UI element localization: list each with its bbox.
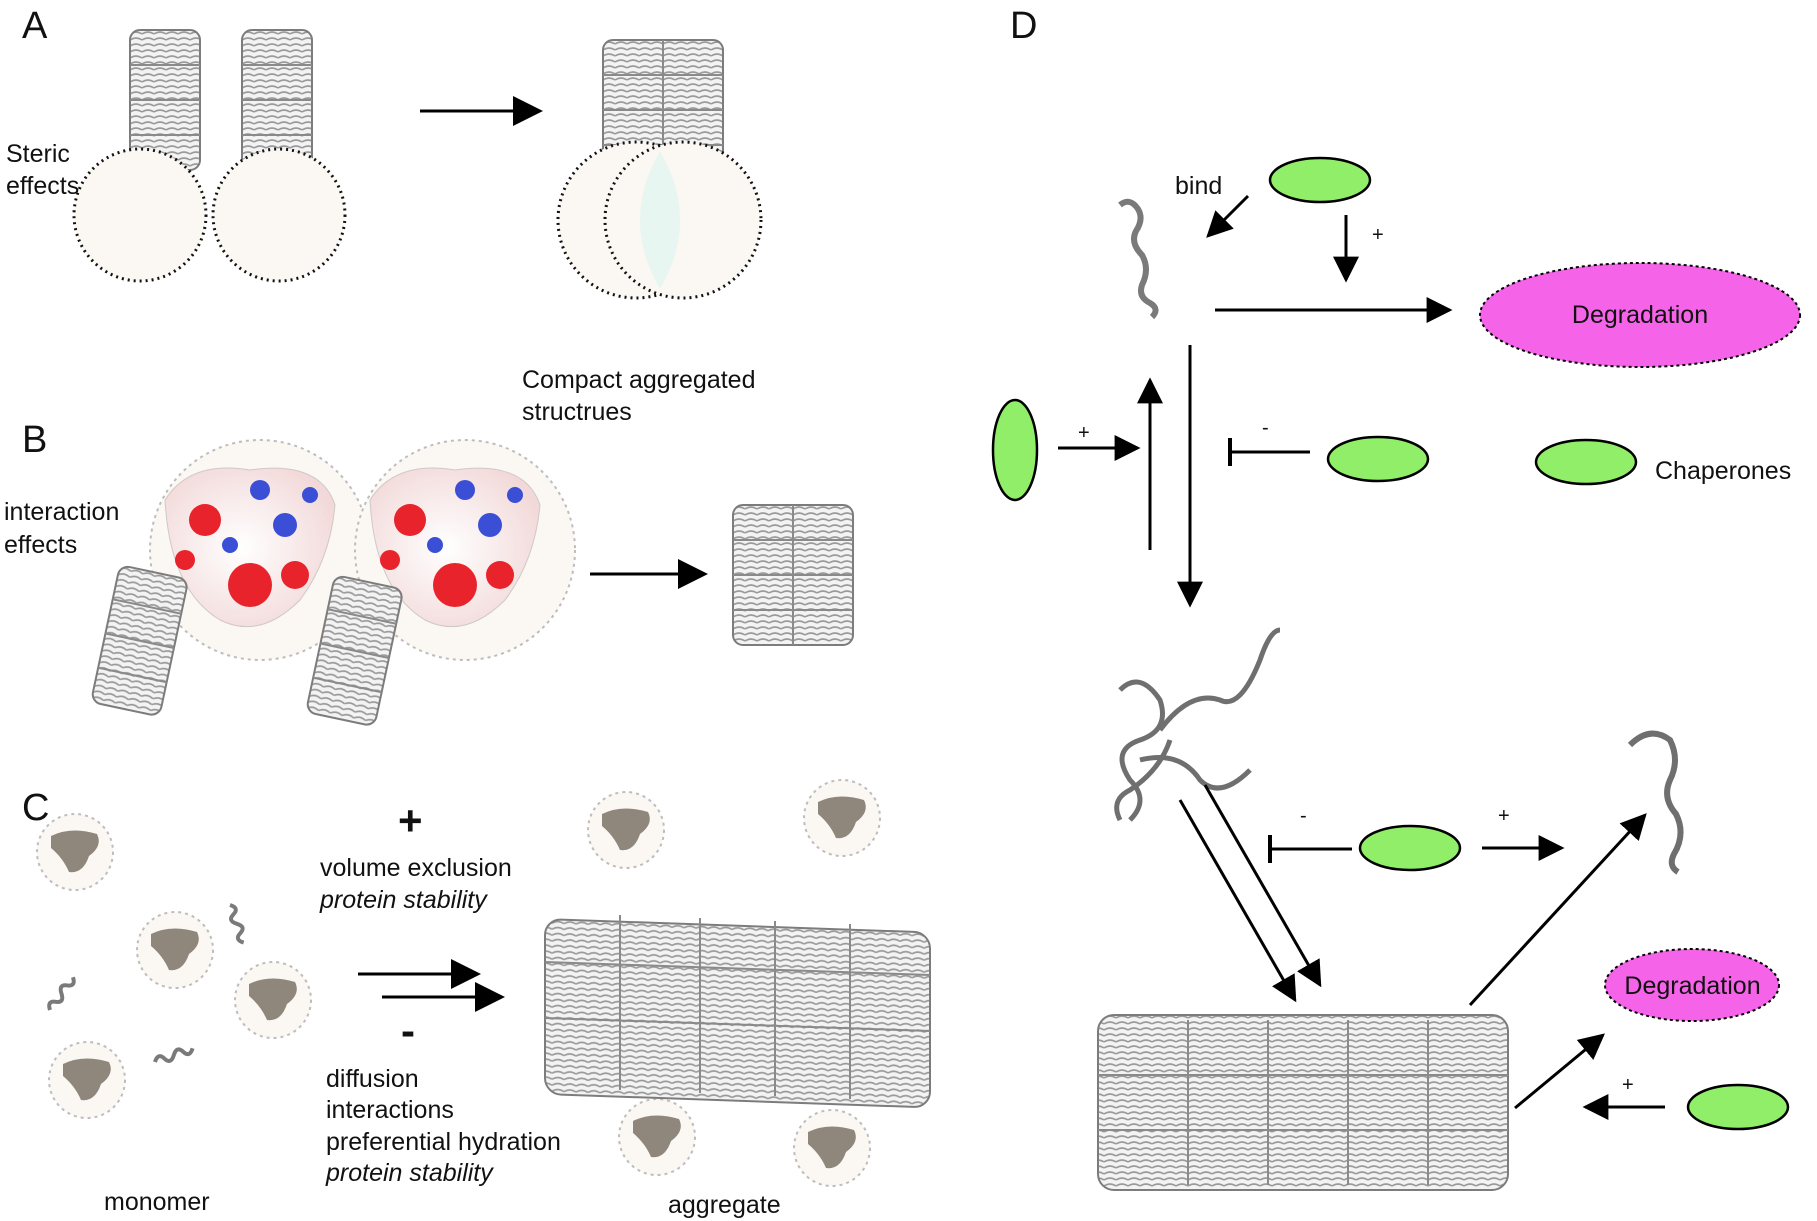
arrow xyxy=(1468,813,1647,1007)
steric-effects-label-line1: Steric xyxy=(6,140,70,168)
aggregate-label: aggregate xyxy=(668,1191,781,1219)
monomer-label: monomer xyxy=(104,1188,210,1216)
chaperones-legend-label: Chaperones xyxy=(1655,457,1792,485)
crowder-icon xyxy=(234,961,312,1039)
monomer-icon xyxy=(224,901,250,946)
charged-protein-surface xyxy=(369,467,541,628)
positive-effects-symbol: + xyxy=(398,797,423,844)
panel-b xyxy=(89,439,854,728)
crowder-icon xyxy=(136,911,214,989)
excluded-volume-circle xyxy=(72,147,208,283)
excluded-volume-circle xyxy=(211,147,347,283)
chaperone-icon xyxy=(1686,1083,1790,1131)
degradation-label: Degradation xyxy=(1624,972,1761,1000)
arrow xyxy=(1178,799,1297,1003)
steric-effects-label-line2: effects xyxy=(6,172,80,200)
unfolded-protein-icon xyxy=(1627,730,1684,875)
protein-stability-positive-label: protein stability xyxy=(320,886,487,914)
unfolded-protein-icon xyxy=(1118,198,1159,320)
crowder-icon xyxy=(618,1098,696,1176)
monomer-icon xyxy=(151,1042,196,1068)
compact-aggregated-label-line1: Compact aggregated xyxy=(522,366,756,394)
chaperone-icon xyxy=(1358,824,1462,872)
panel-label-c: C xyxy=(22,787,50,829)
fibril-icon xyxy=(732,504,854,646)
arrow xyxy=(1203,784,1322,988)
chaperone-icon xyxy=(991,398,1039,502)
bind-arrow xyxy=(1206,194,1250,238)
crowder-icon xyxy=(587,791,665,869)
crowder-icon xyxy=(803,779,881,857)
charged-protein-surface xyxy=(164,467,336,628)
overlap-region xyxy=(640,151,680,289)
crowder-icon xyxy=(48,1041,126,1119)
interaction-effects-label-line2: effects xyxy=(4,531,78,559)
degradation-node xyxy=(1604,948,1780,1022)
panel-label-b: B xyxy=(22,419,48,461)
negative-effects-symbol: - xyxy=(401,1007,415,1054)
interactions-label: interactions xyxy=(326,1096,454,1124)
interaction-effects-label-line1: interaction xyxy=(4,498,120,526)
minus-sign: - xyxy=(1300,805,1307,827)
oligomer-icon xyxy=(1114,627,1281,822)
diffusion-label: diffusion xyxy=(326,1065,419,1093)
protein-stability-negative-label: protein stability xyxy=(326,1159,493,1187)
fibril-icon xyxy=(129,29,201,171)
chaperone-icon xyxy=(1268,156,1372,204)
aggregate-fibril xyxy=(544,915,931,1108)
chaperone-icon xyxy=(1326,435,1430,483)
fibril-icon xyxy=(241,29,313,171)
monomer-icon xyxy=(44,972,79,1015)
panel-label-a: A xyxy=(22,5,48,47)
excluded-volume-circle xyxy=(603,140,763,300)
chaperone-legend-icon xyxy=(1534,438,1638,486)
degradation-node xyxy=(1479,262,1801,368)
arrow xyxy=(1514,1033,1606,1110)
plus-sign: + xyxy=(1372,224,1384,246)
fibril-aggregate xyxy=(1097,1014,1509,1191)
compact-aggregated-label-line2: structrues xyxy=(522,398,632,426)
bind-label: bind xyxy=(1175,172,1223,200)
volume-exclusion-label: volume exclusion xyxy=(320,854,512,882)
minus-sign: - xyxy=(1262,417,1269,439)
panel-a xyxy=(72,29,763,300)
panel-c xyxy=(36,779,931,1187)
panel-label-d: D xyxy=(1010,5,1038,47)
fibril-icon xyxy=(89,564,190,718)
preferential-hydration-label: preferential hydration xyxy=(326,1128,561,1156)
panel-d xyxy=(991,156,1801,1191)
degradation-label: Degradation xyxy=(1571,301,1709,329)
plus-sign: + xyxy=(1622,1074,1634,1096)
crowder-icon xyxy=(793,1109,871,1187)
plus-sign: + xyxy=(1078,422,1090,444)
plus-sign: + xyxy=(1498,805,1510,827)
